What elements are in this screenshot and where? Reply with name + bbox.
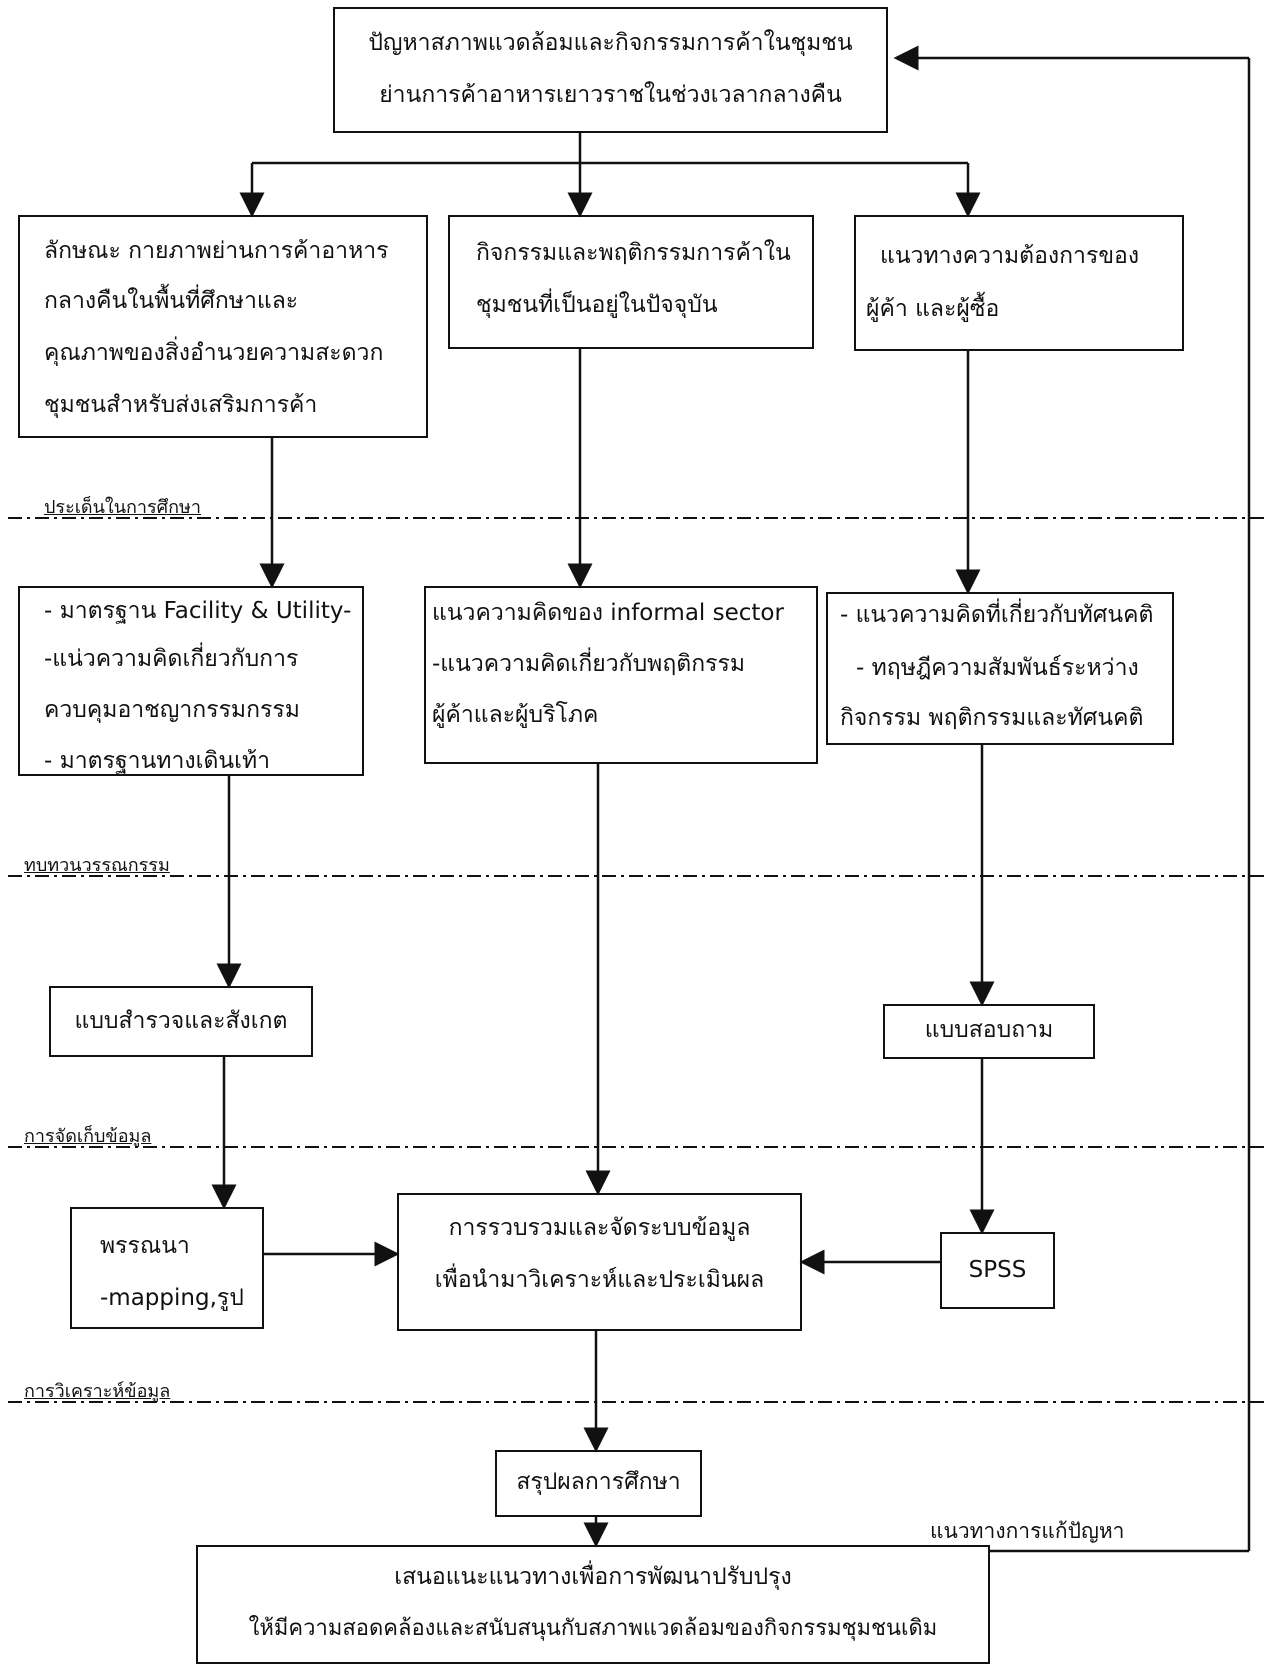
- describe-line-1: พรรณนา: [100, 1233, 190, 1259]
- review-standards-line-2: -แน่วความคิดเกี่ยวกับการ: [44, 646, 299, 672]
- review-attitude-line-3: กิจกรรม พฤติกรรมและทัศนคติ: [840, 705, 1144, 731]
- spss-box: [940, 1232, 1055, 1309]
- issue-needs-line-1: แนวทางความต้องการของ: [880, 243, 1140, 269]
- describe-box: [70, 1207, 264, 1329]
- issue-activity-line-1: กิจกรรมและพฤติกรรมการค้าใน: [476, 240, 791, 266]
- review-standards-line-3: ควบคุมอาชญากรรมกรรม: [44, 697, 300, 723]
- compile-line-1: การรวบรวมและจัดระบบข้อมูล: [448, 1215, 751, 1241]
- section-label-data-analysis: การวิเคราะห์ข้อมูล: [24, 1381, 171, 1402]
- review-standards-line-1: - มาตรฐาน Facility & Utility-: [44, 598, 352, 624]
- problem-line-2: ย่านการค้าอาหารเยาวราชในช่วงเวลากลางคืน: [379, 82, 842, 108]
- issue-physical-line-3: คุณภาพของสิ่งอำนวยความสะดวก: [44, 340, 384, 366]
- issue-physical-line-1: ลักษณะ กายภาพย่านการค้าอาหาร: [44, 238, 389, 264]
- issue-activity-line-2: ชุมชนที่เป็นอยู่ในปัจจุบัน: [476, 292, 718, 318]
- problem-box: [333, 7, 888, 133]
- compile-box: [397, 1193, 802, 1331]
- spss-label: SPSS: [968, 1257, 1027, 1283]
- issue-physical-line-2: กลางคืนในพื้นที่ศึกษาและ: [44, 288, 299, 314]
- summary-box: [495, 1450, 702, 1517]
- issue-physical-box: [18, 215, 428, 438]
- survey-box: [49, 986, 313, 1057]
- questionnaire-label: แบบสอบถาม: [924, 1017, 1054, 1043]
- final-line-1: เสนอแนะแนวทางเพื่อการพัฒนาปรับปรุง: [394, 1564, 792, 1590]
- issue-needs-box: [854, 215, 1184, 351]
- describe-line-2: -mapping,รูป: [100, 1285, 244, 1311]
- summary-label: สรุปผลการศึกษา: [516, 1469, 681, 1495]
- review-informal-line-2: -แนวความคิดเกี่ยวกับพฤติกรรม: [432, 651, 745, 677]
- final-box: [196, 1545, 990, 1664]
- survey-label: แบบสำรวจและสังเกต: [74, 1008, 288, 1034]
- review-standards-line-4: - มาตรฐานทางเดินเท้า: [44, 748, 271, 774]
- problem-line-1: ปัญหาสภาพแวดล้อมและกิจกรรมการค้าในชุมชน: [368, 30, 853, 56]
- section-label-study-issues: ประเด็นในการศึกษา: [44, 497, 201, 518]
- final-line-2: ให้มีความสอดคล้องและสนับสนุนกับสภาพแวดล้…: [248, 1616, 938, 1641]
- review-informal-box: [424, 586, 818, 764]
- issue-needs-line-2: ผู้ค้า และผู้ซื้อ: [866, 296, 1000, 322]
- section-label-literature-review: ทบทวนวรรณกรรม: [24, 855, 170, 876]
- compile-line-2: เพื่อนำมาวิเคราะห์และประเมินผล: [434, 1267, 765, 1293]
- review-standards-box: [18, 586, 364, 776]
- issue-activity-box: [448, 215, 814, 349]
- issue-physical-line-4: ชุมชนสำหรับส่งเสริมการค้า: [44, 392, 318, 418]
- questionnaire-box: [883, 1004, 1095, 1059]
- solution-label: แนวทางการแก้ปัญหา: [930, 1519, 1125, 1543]
- section-label-data-collection: การจัดเก็บข้อมูล: [24, 1126, 152, 1147]
- review-attitude-box: [826, 592, 1174, 745]
- review-attitude-line-2: - ทฤษฎีความสัมพันธ์ระหว่าง: [856, 655, 1139, 681]
- review-informal-line-3: ผู้ค้าและผู้บริโภค: [432, 702, 599, 728]
- review-attitude-line-1: - แนวความคิดที่เกี่ยวกับทัศนคติ: [840, 602, 1154, 628]
- review-informal-line-1: แนวความคิดของ informal sector: [432, 600, 784, 626]
